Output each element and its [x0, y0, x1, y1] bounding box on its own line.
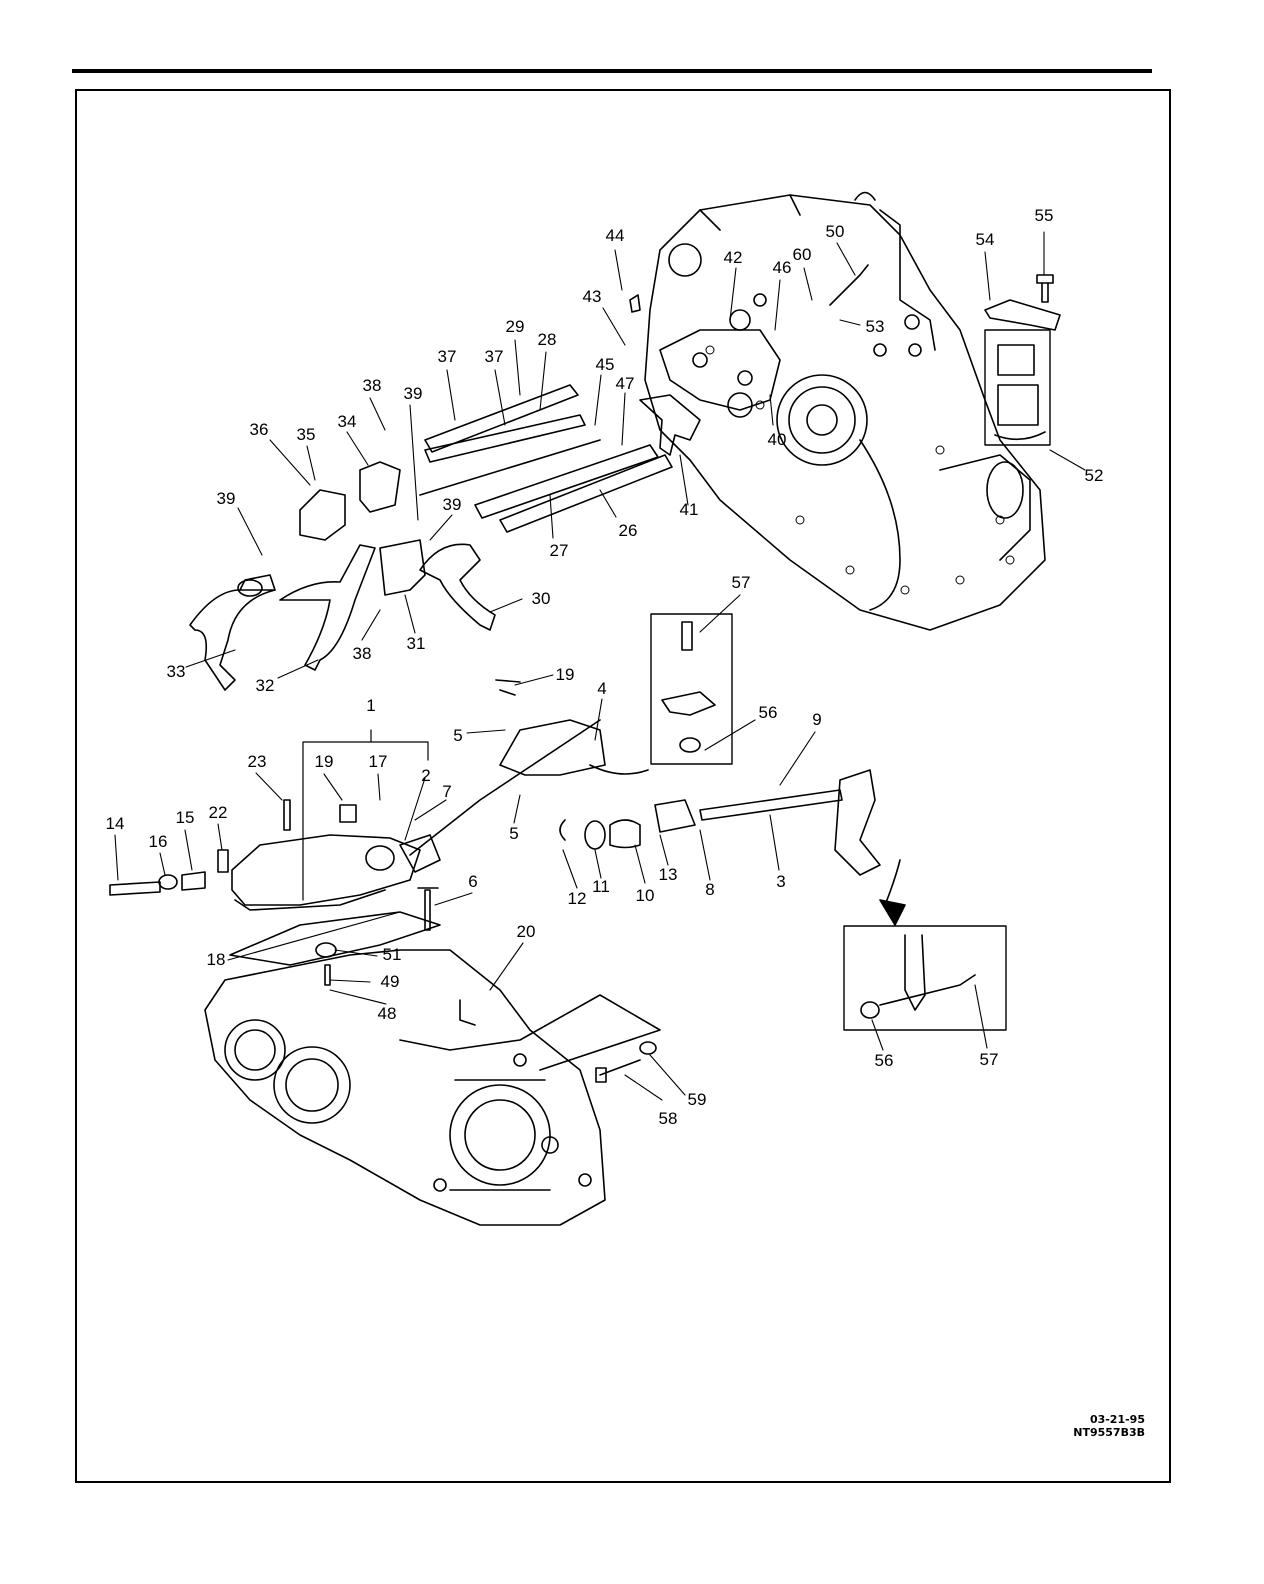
callout-label: 13: [658, 865, 678, 884]
callout-label: 38: [352, 644, 372, 663]
bolt: [829, 264, 869, 306]
callout-label: 52: [1084, 466, 1104, 485]
callout-label: 3: [776, 872, 786, 891]
callout-label: 40: [767, 430, 787, 449]
callout-label: 41: [679, 500, 699, 519]
callout-label: 17: [368, 752, 388, 771]
callout-label: 6: [468, 872, 478, 891]
callout-label: 36: [249, 420, 269, 439]
callout-label: 57: [731, 573, 751, 592]
callout-label: 19: [314, 752, 334, 771]
callout-label: 8: [705, 880, 715, 899]
callout-label: 48: [377, 1004, 397, 1023]
inset-arrow-head: [879, 899, 906, 926]
callout-label: 34: [337, 412, 357, 431]
callout-label: 19: [555, 665, 575, 684]
bracket: [984, 299, 1061, 331]
callout-label: 37: [484, 347, 504, 366]
callout-label: 39: [442, 495, 462, 514]
callout-label: 9: [812, 710, 822, 729]
callout-label: 23: [247, 752, 267, 771]
shift-forks: [189, 461, 496, 691]
control-shaft: [559, 769, 881, 876]
callout-label: 7: [442, 782, 452, 801]
callout-label: 54: [975, 230, 995, 249]
drawing-stamp: 03-21-95 NT9557B3B: [1020, 1413, 1145, 1439]
callout-label: 5: [509, 824, 519, 843]
callout-label: 5: [453, 726, 463, 745]
inset-arrow: [884, 859, 901, 906]
callout-label: 49: [380, 972, 400, 991]
callout-label: 57: [979, 1050, 999, 1069]
shift-rails: [419, 384, 673, 533]
callout-label: 2: [421, 766, 431, 785]
callout-label: 14: [105, 814, 125, 833]
detent-inset-lower: [843, 925, 1007, 1031]
callout-label: 35: [296, 425, 316, 444]
callout-label: 12: [567, 889, 587, 908]
callout-label: 26: [618, 521, 638, 540]
callout-label: 33: [166, 662, 186, 681]
callout-label: 18: [206, 950, 226, 969]
callout-label: 58: [658, 1109, 678, 1128]
gasket: [229, 911, 441, 966]
callout-label: 56: [874, 1051, 894, 1070]
callout-label: 44: [605, 226, 625, 245]
header-rule: [72, 69, 1152, 73]
diagram-frame: [75, 89, 1171, 1483]
callout-label: 50: [825, 222, 845, 241]
shift-cover: [231, 719, 601, 911]
callout-label: 38: [362, 376, 382, 395]
callout-label: 32: [255, 676, 275, 695]
callout-label: 55: [1034, 206, 1054, 225]
callout-label: 59: [687, 1090, 707, 1109]
callout-label: 60: [792, 245, 812, 264]
callout-label: 30: [531, 589, 551, 608]
callout-label: 4: [597, 679, 607, 698]
callout-label: 15: [175, 808, 195, 827]
callout-label: 46: [772, 258, 792, 277]
callout-label: 51: [382, 945, 402, 964]
callout-label: 53: [865, 317, 885, 336]
callout-label: 1: [366, 696, 376, 715]
callout-label: 31: [406, 634, 426, 653]
stamp-code: NT9557B3B: [1073, 1426, 1145, 1439]
callout-label: 39: [216, 489, 236, 508]
callout-label: 43: [582, 287, 602, 306]
callout-label: 11: [592, 877, 610, 896]
callout-label: 10: [635, 886, 655, 905]
callout-label: 42: [723, 248, 743, 267]
callout-label: 29: [505, 317, 525, 336]
group-bracket: [302, 729, 429, 901]
leader-lines: [114, 231, 1086, 1101]
callout-label: 39: [403, 384, 423, 403]
reverse-switch-inset: [984, 329, 1051, 446]
select-lever: [639, 394, 701, 456]
callout-label: 28: [537, 330, 557, 349]
callout-label: 20: [516, 922, 536, 941]
bracket: [499, 719, 606, 776]
front-housing: [204, 949, 661, 1226]
rear-housing: [644, 191, 1046, 631]
callout-label: 56: [758, 703, 778, 722]
bolt: [1036, 274, 1054, 303]
callout-label: 45: [595, 355, 615, 374]
callout-label: 22: [208, 803, 228, 822]
callout-label: 47: [615, 374, 635, 393]
stamp-date: 03-21-95: [1089, 1413, 1145, 1426]
fasteners: [109, 294, 657, 1083]
shift-plate: [659, 329, 781, 418]
callout-label: 27: [549, 541, 569, 560]
detent-inset-upper: [650, 613, 733, 765]
callout-label: 37: [437, 347, 457, 366]
callout-label: 16: [148, 832, 168, 851]
